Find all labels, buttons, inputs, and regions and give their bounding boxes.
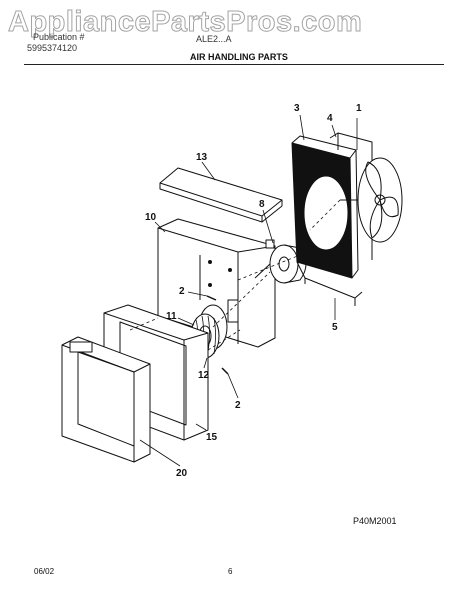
callout-15: 15 bbox=[206, 432, 218, 443]
publication-label: Publication # bbox=[33, 32, 85, 42]
callout-10: 10 bbox=[145, 212, 157, 223]
part-motor bbox=[254, 239, 307, 284]
publication-number: 5995374120 bbox=[27, 43, 78, 53]
callout-2-upper: 2 bbox=[179, 286, 185, 297]
part-top-cover bbox=[159, 167, 283, 223]
part-screws bbox=[206, 295, 229, 375]
leader-lines bbox=[139, 114, 358, 467]
callout-4: 4 bbox=[327, 113, 333, 124]
header-rule bbox=[24, 64, 444, 65]
watermark: AppliancePartsPros.com bbox=[8, 6, 363, 39]
assembly-guides bbox=[129, 199, 341, 351]
figure-code: P40M2001 bbox=[353, 516, 397, 526]
footer-page-number: 6 bbox=[228, 567, 233, 576]
callout-13: 13 bbox=[196, 152, 208, 163]
callout-1: 1 bbox=[356, 103, 362, 114]
model-label: ALE2...A bbox=[196, 34, 232, 44]
callout-12: 12 bbox=[198, 370, 210, 381]
part-grille bbox=[61, 336, 151, 463]
callout-5: 5 bbox=[332, 322, 338, 333]
callout-3: 3 bbox=[294, 103, 300, 114]
footer-date: 06/02 bbox=[34, 567, 55, 576]
callout-20: 20 bbox=[176, 468, 188, 479]
section-title: AIR HANDLING PARTS bbox=[190, 52, 288, 62]
callout-8: 8 bbox=[259, 199, 265, 210]
part-fan-blade bbox=[340, 157, 403, 243]
callout-2-lower: 2 bbox=[235, 400, 241, 411]
part-base-rail bbox=[296, 261, 363, 306]
part-shroud bbox=[291, 135, 359, 279]
callout-11: 11 bbox=[166, 311, 177, 322]
